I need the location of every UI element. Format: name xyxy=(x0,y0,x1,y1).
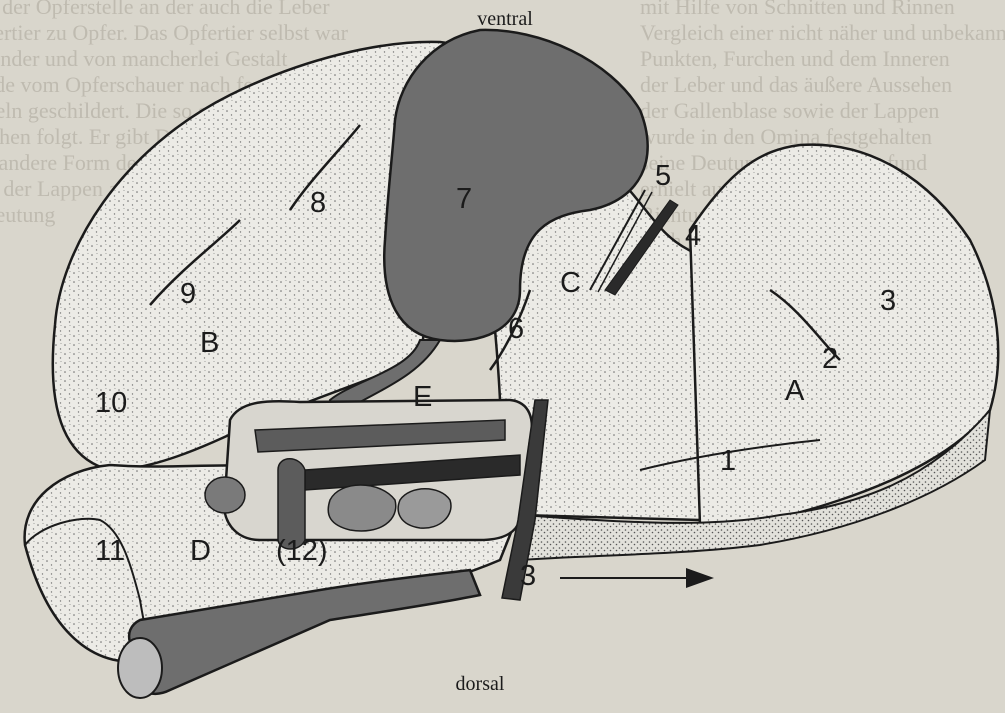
label-9: 9 xyxy=(180,278,196,310)
label-1: 1 xyxy=(720,445,736,477)
label-C: C xyxy=(560,267,581,299)
label-4: 4 xyxy=(685,220,701,252)
label-6: 6 xyxy=(508,313,524,345)
label-2: 2 xyxy=(822,343,838,375)
label-A: A xyxy=(785,375,805,407)
gland-left xyxy=(205,477,245,513)
label-ventral: ventral xyxy=(477,8,533,30)
label-8: 8 xyxy=(310,187,326,219)
label-B: B xyxy=(200,327,219,359)
label-12: (12) xyxy=(276,535,328,567)
label-7: 7 xyxy=(456,183,472,215)
lymph-node-2 xyxy=(398,489,451,528)
label-11: 11 xyxy=(95,535,125,567)
label-E: E xyxy=(413,381,432,413)
label-3: 3 xyxy=(880,285,896,317)
lymph-node-1 xyxy=(328,485,396,531)
label-D: D xyxy=(190,535,211,567)
label-dorsal: dorsal xyxy=(456,673,505,695)
vessel-opening xyxy=(118,638,162,698)
label-3b: 3 xyxy=(520,560,536,592)
label-5: 5 xyxy=(655,160,671,192)
label-10: 10 xyxy=(95,387,127,419)
